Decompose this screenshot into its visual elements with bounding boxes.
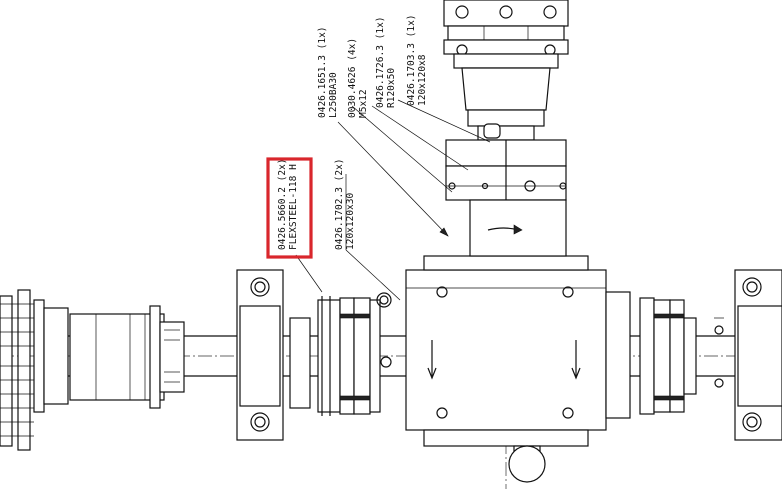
callout-4-line-1: 0426.1703.3 (1x)	[406, 14, 417, 106]
callout-1-line-1: 0426.1651.3 (1x)	[317, 26, 328, 118]
right-bearing	[734, 269, 782, 441]
bottom-boss	[508, 445, 546, 483]
left-coupling	[289, 292, 392, 416]
callout-3-line-2: R120x50	[386, 68, 397, 108]
callout-5-line-2: 120x120x30	[345, 193, 356, 250]
bearing-housing-top	[445, 139, 567, 201]
callout-5: 0426.1702.3 (2x) 120x120x30	[334, 158, 356, 250]
callout-4-line-2: 120x120x8	[417, 54, 428, 106]
gearbox-housing	[405, 255, 624, 447]
callout-4: 0426.1703.3 (1x) 120x120x8	[406, 14, 428, 106]
callout-1: 0426.1651.3 (1x) L250BA30	[317, 26, 339, 118]
left-drum	[69, 305, 185, 409]
callout-1-line-2: L250BA30	[328, 72, 339, 118]
callout-6-line-1: 0426.5660.2 (2x)	[277, 158, 288, 250]
vertical-shaft-housing	[469, 199, 567, 257]
leader-lines	[295, 99, 491, 301]
callout-highlight-box	[266, 157, 313, 259]
callout-2-line-1: 0030.4626 (4x)	[347, 38, 358, 118]
top-flange	[443, 0, 569, 56]
right-coupling	[605, 291, 724, 419]
callout-3: 0426.1726.3 (1x) R120x50	[375, 16, 397, 108]
callout-5-line-1: 0426.1702.3 (2x)	[334, 158, 345, 250]
left-sprocket	[0, 289, 69, 451]
callout-2-line-2: M5x12	[358, 89, 369, 118]
callout-6: 0426.5660.2 (2x) FLEXSTEEL-118 H	[277, 158, 299, 250]
left-bearing	[236, 269, 284, 441]
callout-3-line-1: 0426.1726.3 (1x)	[375, 16, 386, 108]
motor-adapter	[453, 53, 559, 141]
callout-6-line-2: FLEXSTEEL-118 H	[288, 164, 299, 250]
callout-2: 0030.4626 (4x) M5x12	[347, 38, 369, 118]
